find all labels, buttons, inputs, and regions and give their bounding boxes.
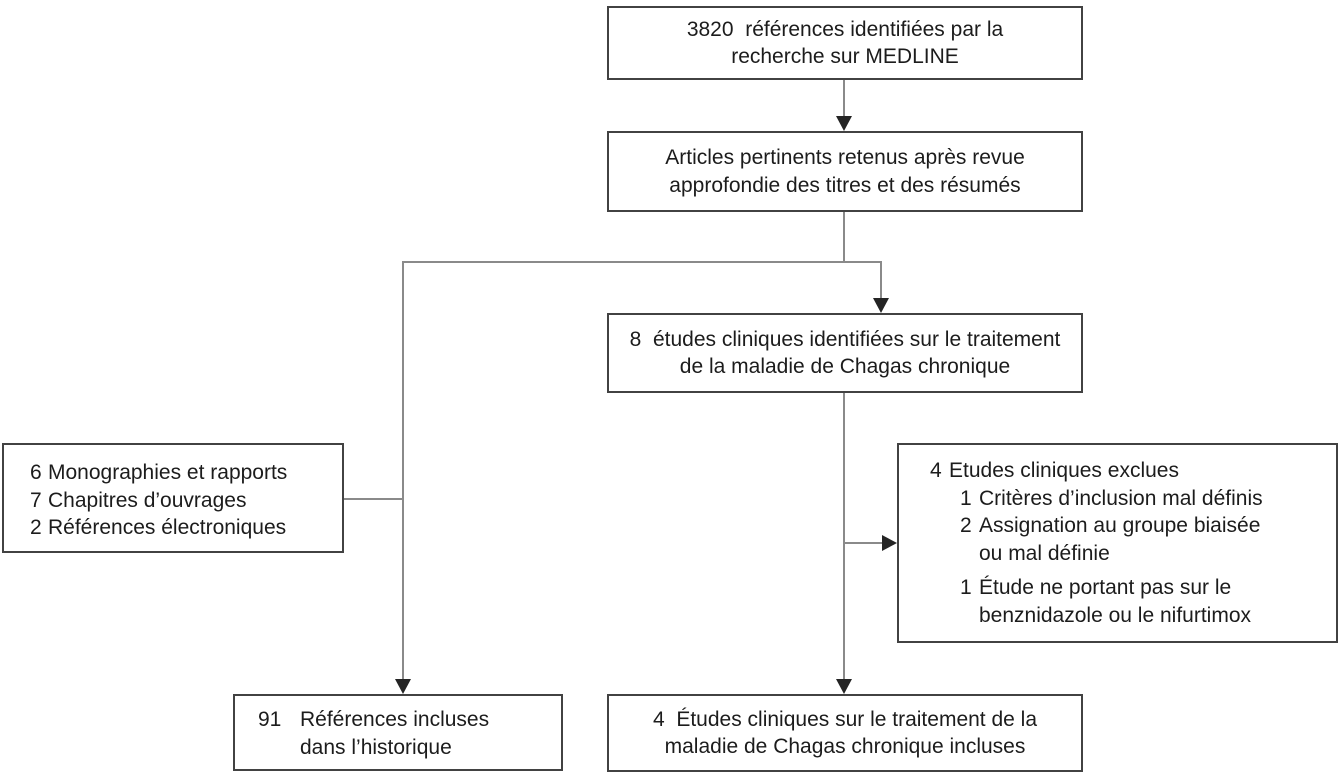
- connector-medline-to-articles: [843, 80, 845, 120]
- box-medline-references: 3820 références identifiées par la reche…: [607, 6, 1083, 80]
- item-label: Chapitres d’ouvrages: [48, 488, 247, 512]
- box-references-incluses: 91 Références incluses dans l’historique: [233, 694, 563, 771]
- exclusions-title-row: 4 Etudes cliniques exclues: [930, 457, 1328, 485]
- monographies-item: 7 Chapitres d’ouvrages: [30, 487, 338, 515]
- exclusion-item: 1 Critères d’inclusion mal définis: [960, 485, 1328, 513]
- item-label: Étude ne portant pas sur le benznidazole…: [979, 576, 1251, 627]
- exclusion-item: 1 Étude ne portant pas sur le benznidazo…: [960, 574, 1328, 629]
- item-label: Références électroniques: [48, 516, 287, 539]
- item-count: 1: [960, 576, 972, 599]
- item-count: 7: [30, 488, 42, 512]
- box-monographies: 6 Monographies et rapports 7 Chapitres d…: [2, 443, 344, 553]
- exclusions-sublist: 1 Critères d’inclusion mal définis 2 Ass…: [960, 485, 1328, 630]
- exclusions-count: 4: [930, 459, 942, 482]
- arrowhead-into-exclusions: [882, 535, 897, 551]
- monographies-item: 2 Références électroniques: [30, 514, 338, 542]
- box-etudes-identifiees-text: 8 études cliniques identifiées sur le tr…: [629, 327, 1061, 379]
- box-medline-references-text: 3820 références identifiées par la reche…: [686, 17, 1004, 69]
- monographies-item: 6 Monographies et rapports: [30, 459, 338, 487]
- connector-to-exclusions: [845, 542, 884, 544]
- item-label: Assignation au groupe biaisée ou mal déf…: [979, 514, 1261, 565]
- connector-into-etudes-identifiees: [880, 261, 882, 299]
- box-etudes-incluses: 4 Études cliniques sur le traitement de …: [607, 694, 1083, 772]
- item-count: 1: [960, 486, 972, 510]
- item-label: Critères d’inclusion mal définis: [979, 486, 1263, 510]
- box-articles-pertinents-text: Articles pertinents retenus après revue …: [665, 146, 1025, 197]
- box-articles-pertinents: Articles pertinents retenus après revue …: [607, 131, 1083, 212]
- connector-left-branch-down: [402, 261, 404, 681]
- exclusion-item: 2 Assignation au groupe biaisée ou mal d…: [960, 512, 1328, 567]
- item-count: 2: [30, 516, 42, 539]
- item-count: 2: [960, 514, 972, 537]
- arrowhead-into-articles: [836, 116, 852, 131]
- connector-monographies-join: [344, 498, 404, 500]
- arrowhead-into-etudes-incluses: [836, 679, 852, 694]
- connector-articles-down: [843, 212, 845, 263]
- item-count: 91: [258, 708, 282, 731]
- item-label: Monographies et rapports: [48, 461, 288, 484]
- box-etudes-incluses-text: 4 Études cliniques sur le traitement de …: [652, 707, 1038, 759]
- item-label: Références incluses dans l’historique: [300, 708, 490, 759]
- connector-branch-horizontal: [402, 261, 882, 263]
- arrowhead-into-references-incluses: [395, 679, 411, 694]
- references-incluses-row: 91 Références incluses dans l’historique: [258, 706, 557, 761]
- arrowhead-into-etudes-identifiees: [873, 298, 889, 313]
- exclusions-title: Etudes cliniques exclues: [949, 459, 1179, 482]
- box-etudes-identifiees: 8 études cliniques identifiées sur le tr…: [607, 313, 1083, 393]
- connector-etudes-down: [843, 393, 845, 681]
- box-etudes-exclues: 4 Etudes cliniques exclues 1 Critères d’…: [897, 443, 1338, 643]
- item-count: 6: [30, 461, 42, 484]
